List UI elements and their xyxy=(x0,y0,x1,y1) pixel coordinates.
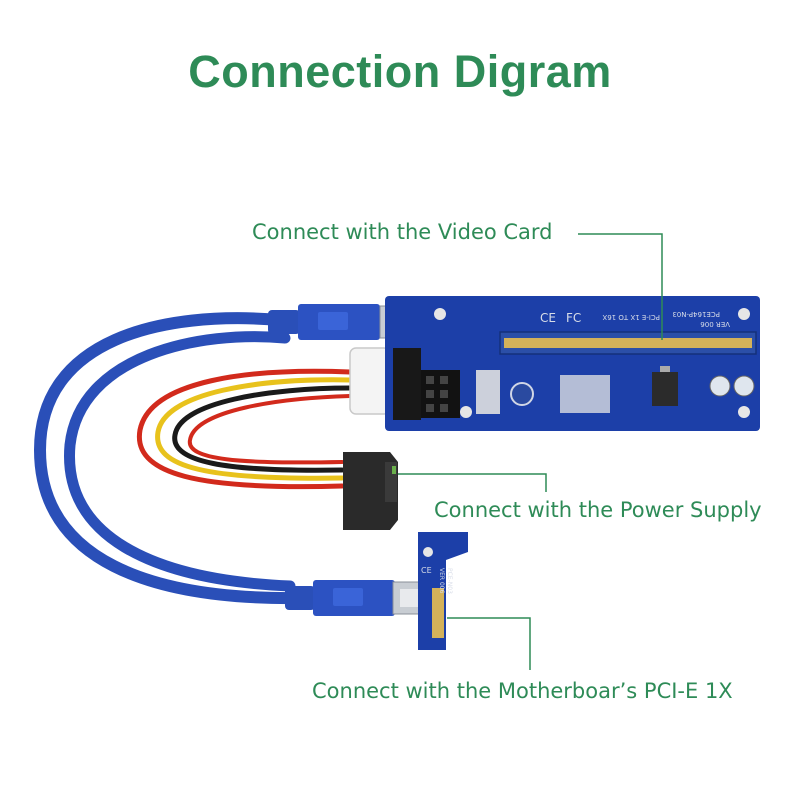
usb-connector-bottom xyxy=(285,580,440,616)
board-version-label: VER 006 xyxy=(700,320,730,328)
callout-power-supply: Connect with the Power Supply xyxy=(434,498,762,522)
molex-connector xyxy=(349,347,391,415)
callout-video-card: Connect with the Video Card xyxy=(252,220,553,244)
page-title: Connection Digram xyxy=(188,46,612,97)
pcie-1x-adapter: CE PCE-N03 VER 006 xyxy=(418,532,468,650)
callout-motherboard: Connect with the Motherboar’s PCI-E 1X xyxy=(312,679,733,703)
sata-power-connector xyxy=(343,452,398,530)
adapter-version-label: VER 006 xyxy=(438,568,445,594)
video-card-leader xyxy=(578,233,663,340)
board-fc-mark: FC xyxy=(566,311,581,325)
usb-cable-inner xyxy=(64,331,296,592)
usb-cable xyxy=(33,312,306,605)
adapter-model-label: PCE-N03 xyxy=(446,568,453,594)
power-wires xyxy=(136,368,353,490)
callout-lines xyxy=(398,233,663,670)
power-supply-leader xyxy=(398,473,547,492)
board-spec-label: PCI-E 1X TO 16X xyxy=(602,313,660,321)
motherboard-leader xyxy=(447,617,531,670)
adapter-ce-mark: CE xyxy=(421,566,432,575)
riser-board: CE FC PCI-E 1X TO 16X PCE164P-N03 VER 00… xyxy=(385,296,760,431)
board-model-label: PCE164P-N03 xyxy=(672,310,720,318)
board-ce-mark: CE xyxy=(540,311,556,325)
